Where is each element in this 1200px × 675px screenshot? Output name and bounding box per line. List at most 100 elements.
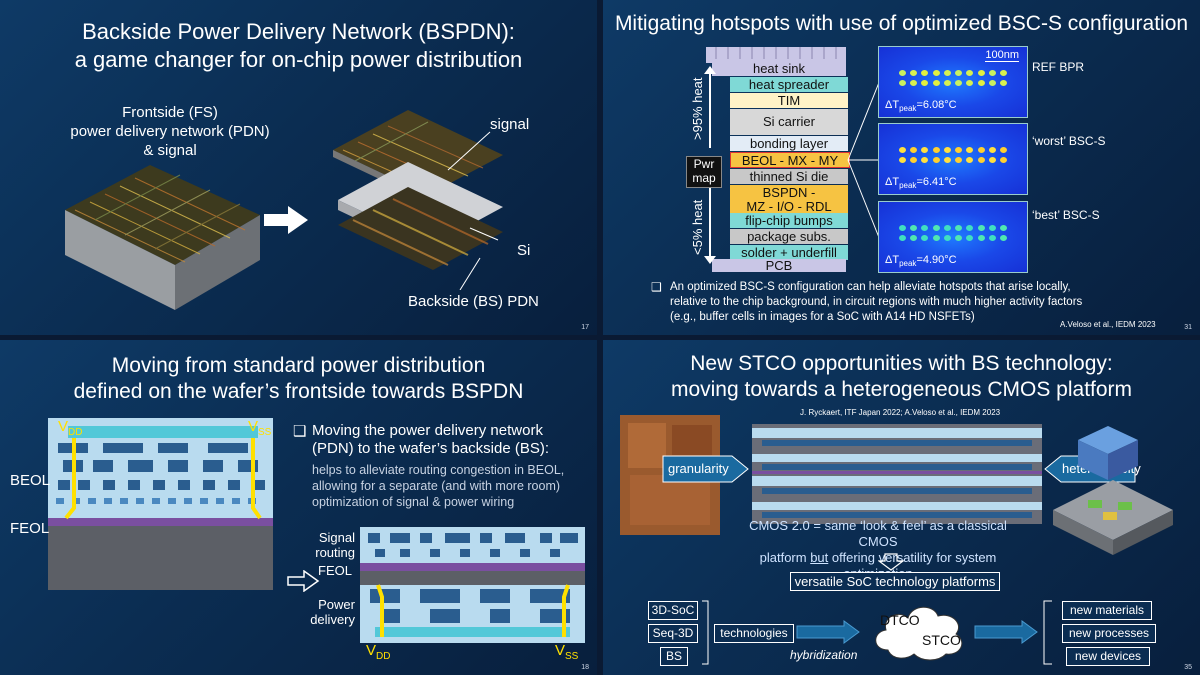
right-item-processes: new processes [1062,624,1156,643]
stco-label: STCO [922,632,961,648]
layer-pcb: PCB [712,259,846,272]
hotspot-dots [897,224,1009,244]
heatmap-ref-bpr: 100nm ΔTpeak=6.08°C [878,46,1028,118]
config-ref-label: REF BPR [1032,60,1085,74]
dt-worst: ΔTpeak=6.41°C [885,175,957,190]
feol-label-2: FEOL [318,563,352,578]
vss-label-bottom: VSS [555,642,579,662]
layer-heat-spreader: heat spreader [730,77,848,92]
slide2-text: An optimized BSC-S configuration can hel… [670,280,1148,325]
slide3-bullet-text: Moving the power delivery network (PDN) … [312,422,582,458]
slide2-text-line1: An optimized BSC-S configuration can hel… [670,281,1071,293]
feol-label: FEOL [10,520,50,537]
platforms-box: versatile SoC technology platforms [790,572,1000,591]
hybridization-label: hybridization [790,648,858,662]
heat-arrows [704,66,716,264]
arrow-down-icon [878,553,904,571]
hotspot-dots [897,69,1009,89]
vss-label-top: VSS [248,418,272,438]
pwr-label: Pwr [693,157,715,171]
arrow-right-hybridization-icon [796,620,860,644]
layer-package: package subs. [730,229,848,244]
fs-pdn-cross-section [48,418,273,590]
layer-bspdn: BSPDN - [730,185,848,200]
cmos-cross-section [752,424,1042,524]
arrow-right-box-icon [662,455,749,483]
technologies-box: technologies [714,624,794,643]
left-bracket [702,600,709,665]
slide4-title-line1: New STCO opportunities with BS technolog… [690,352,1113,375]
layer-tim: TIM [730,93,848,108]
heatmap-worst: ΔTpeak=6.41°C [878,123,1028,195]
slide1-title-line2: a game changer for on-chip power distrib… [74,47,523,72]
bs-pdn-cross-section [360,527,585,643]
beol-label: BEOL [10,472,51,489]
layer-mz-io-rdl: MZ - I/O - RDL [730,199,848,214]
connector-lines [847,79,881,241]
granularity-arrow: granularity [662,455,749,483]
callout-lines [447,131,499,290]
layer-beol: BEOL - MX - MY [730,152,850,168]
slide4-citation: J. Ryckaert, ITF Japan 2022; A.Veloso et… [800,408,1001,417]
slide-bspdn-intro: Backside Power Delivery Network (BSPDN):… [0,0,597,335]
slide3-desc: helps to alleviate routing congestion in… [312,462,584,510]
scale-bar: 100nm [985,49,1019,62]
config-worst-label: ‘worst’ BSC-S [1032,134,1106,148]
layer-solder: solder + underfill [730,245,848,260]
layer-si-carrier: Si carrier [730,109,848,135]
right-bracket [1043,600,1052,665]
3d-stack-image [1053,426,1173,555]
slide1-title-line1: Backside Power Delivery Network (BSPDN): [82,19,515,44]
bs-pdn-label: Backside (BS) PDN [408,293,539,310]
slide2-text-line2: relative to the chip background, in circ… [670,296,1083,308]
left-item-seq3d: Seq-3D [648,624,698,643]
slide3-desc-line3: optimization of signal & power wiring [312,495,515,509]
left-item-bs: BS [660,647,688,666]
fs-chip-image [65,165,260,310]
cloud-shape [875,606,963,661]
slide3-title-line2: defined on the wafer’s frontside towards… [73,380,524,403]
fs-label-line3: & signal [143,142,197,159]
layer-flip-chip: flip-chip bumps [730,213,848,228]
slide2-bullet: ❑ [651,280,662,294]
vdd-label-top: VDD [58,418,83,438]
layer-thinned-si: thinned Si die [730,169,848,184]
slide3-desc-line1: helps to alleviate routing congestion in… [312,463,565,477]
slide2-citation: A.Veloso et al., IEDM 2023 [1060,320,1156,329]
slide3-bullet: ❑ [293,423,307,440]
dt-ref: ΔTpeak=6.08°C [885,98,957,113]
cmos2-line1: CMOS 2.0 = same ‘look & feel’ as a class… [749,518,1007,549]
slide2-title: Mitigating hotspots with use of optimize… [614,12,1189,35]
fs-label-line1: Frontside (FS) [122,104,218,121]
dtco-label: DTCO [880,612,920,628]
right-item-devices: new devices [1066,647,1150,666]
slide3-page-number: 18 [581,664,589,671]
arrow-right-outline-icon [287,570,320,592]
hotspot-dots [897,146,1009,166]
fs-label-line2: power delivery network (PDN) [70,123,270,140]
arrow-right-outcomes-icon [974,620,1038,644]
bs-chip-exploded-image [333,110,503,270]
slide3-desc-line2: allowing for a separate (and with more r… [312,479,561,493]
dt-best: ΔTpeak=4.90°C [885,253,957,268]
pwr-map-box: Pwr map [686,156,722,188]
signal-label: signal [490,116,530,133]
layer-bonding: bonding layer [730,136,848,151]
granularity-label: granularity [668,461,729,476]
slide4-page-number: 35 [1184,664,1192,671]
left-item-3dsoc: 3D-SoC [648,601,698,620]
slide3-title-line1: Moving from standard power distribution [111,354,486,377]
right-item-materials: new materials [1062,601,1152,620]
heat-sink-fins [706,47,846,63]
slide2-page-number: 31 [1184,324,1192,331]
heatmap-best: ΔTpeak=4.90°C [878,201,1028,273]
slide1-page-number: 17 [581,324,589,331]
layer-heat-sink: heat sink [712,61,846,76]
heat-top-label: >95% heat [690,77,705,140]
vdd-label-bottom: VDD [366,642,391,662]
si-label: Si [517,242,531,259]
slide2-text-line3: (e.g., buffer cells in images for a SoC … [670,311,975,323]
config-best-label: ‘best’ BSC-S [1032,208,1100,222]
